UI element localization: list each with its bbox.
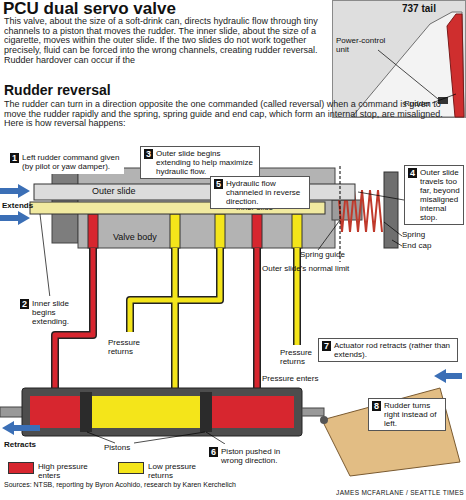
- leader-line: [206, 432, 225, 444]
- rudder-surface: [322, 388, 460, 476]
- legend-text: High pressure enters: [38, 462, 90, 480]
- part-label: Outer slide: [92, 186, 152, 197]
- flow-label: Pressure enters: [262, 374, 326, 383]
- callout-text: Outer slide begins extending to help max…: [156, 149, 256, 176]
- low-pressure-pipe: [295, 248, 300, 345]
- valve-channel: [252, 214, 262, 248]
- intro-text: This valve, about the size of a soft-dri…: [4, 17, 330, 66]
- leader-line: [87, 432, 115, 443]
- callout-box: 6Piston pushed in wrong direction.: [205, 444, 287, 468]
- leader-line: [358, 192, 404, 200]
- part-label: Valve body: [113, 232, 168, 242]
- callout-box: 4Outer slide travels too far, beyond mis…: [404, 165, 464, 225]
- leader-line: [134, 432, 205, 443]
- retract-arrow: [2, 421, 40, 435]
- callout-text: Rudder turns right instead of left.: [384, 401, 442, 428]
- low-pressure-pipe: [173, 248, 178, 396]
- actuator-cylinder: [22, 388, 302, 436]
- title: PCU dual servo valve: [3, 0, 333, 18]
- piston: [80, 392, 92, 432]
- callout-number: 8: [372, 401, 381, 411]
- legend-item: High pressure enters: [8, 462, 90, 480]
- source-caption: Sources: NTSB, reporting by Byron Acohid…: [4, 481, 304, 489]
- leader-line: [40, 214, 50, 298]
- legend-swatch: [8, 462, 34, 474]
- flow-label: Pressure returns: [108, 338, 148, 356]
- callout-box: 7Actuator rod retracts (rather than exte…: [318, 338, 458, 362]
- part-label: Rudder: [404, 99, 454, 108]
- subheading: Rudder reversal: [4, 83, 304, 98]
- actuator-rod: [0, 407, 24, 417]
- wrap-spacer: [324, 119, 462, 138]
- valve-channel: [170, 214, 180, 248]
- callout-box: 8Rudder turns right instead of left.: [368, 398, 446, 431]
- callout-text: Actuator rod retracts (rather than exten…: [334, 341, 454, 359]
- legend-text: Low pressure returns: [148, 462, 200, 480]
- high-pressure-chamber: [212, 396, 294, 428]
- callout-box: 2Inner slide begins extending.: [16, 296, 88, 329]
- part-label: Pistons: [104, 443, 144, 452]
- piston: [200, 392, 212, 432]
- extend-arrow: [0, 211, 30, 225]
- callout-number: 4: [408, 168, 417, 178]
- callout-box: 1Left rudder command given (by pilot or …: [6, 150, 124, 174]
- callout-text: Outer slide travels too far, beyond misa…: [420, 168, 460, 222]
- part-label: Outer slide's normal limit: [262, 264, 392, 273]
- part-label: Power-control unit: [336, 36, 388, 54]
- part-label: End cap: [402, 241, 442, 250]
- legend-item: Low pressure returns: [118, 462, 200, 480]
- pipe-outline: [171, 248, 179, 396]
- motion-label: Extends: [2, 201, 42, 210]
- callout-text: Hydraulic flow channeled in reverse dire…: [226, 179, 306, 206]
- low-pressure-chamber: [92, 396, 200, 428]
- callout-number: 6: [209, 447, 218, 457]
- normal-limit-line: [340, 166, 341, 262]
- flow-label: Pressure returns: [280, 348, 316, 366]
- callout-number: 2: [20, 299, 29, 309]
- credit-line: JAMES MCFARLANE / SEATTLE TIMES: [266, 489, 464, 497]
- intro-text: The rudder can turn in a direction oppos…: [4, 100, 462, 138]
- leader-line: [318, 220, 340, 250]
- inset-panel: 737 tailPower-control unitRudder: [332, 0, 466, 118]
- callout-box: 5Hydraulic flow channeled in reverse dir…: [210, 176, 310, 209]
- end-cap: [384, 172, 398, 248]
- legend-swatch: [118, 462, 144, 474]
- leader-line: [392, 240, 402, 246]
- callout-text: Left rudder command given (by pilot or y…: [22, 153, 120, 171]
- extend-arrow: [0, 184, 30, 198]
- leader-line: [378, 50, 438, 99]
- pipe-outline: [293, 248, 301, 345]
- tail-rudder: [447, 14, 464, 117]
- part-label: Spring guide: [300, 250, 360, 259]
- callout-number: 5: [214, 179, 223, 189]
- high-pressure-chamber: [30, 396, 80, 428]
- callout-number: 1: [10, 153, 19, 163]
- valve-channel: [215, 214, 225, 248]
- part-label: Spring: [402, 230, 442, 239]
- rudder-link: [302, 408, 324, 416]
- inset-title: 737 tail: [402, 3, 462, 14]
- rudder-arrow: [434, 369, 462, 383]
- valve-channel: [292, 214, 302, 248]
- motion-label: Retracts: [4, 440, 44, 449]
- callout-text: Piston pushed in wrong direction.: [221, 447, 283, 465]
- callout-text: Inner slide begins extending.: [32, 299, 84, 326]
- pipe-outline: [253, 248, 261, 396]
- low-pressure-pipe: [130, 248, 220, 332]
- callout-number: 3: [144, 149, 153, 159]
- leader-line: [384, 222, 402, 236]
- valve-channel: [88, 214, 98, 248]
- rudder-hinge: [320, 416, 328, 424]
- high-pressure-pipe: [255, 248, 260, 396]
- callout-number: 7: [322, 341, 331, 351]
- callout-box: 3Outer slide begins extending to help ma…: [140, 146, 260, 179]
